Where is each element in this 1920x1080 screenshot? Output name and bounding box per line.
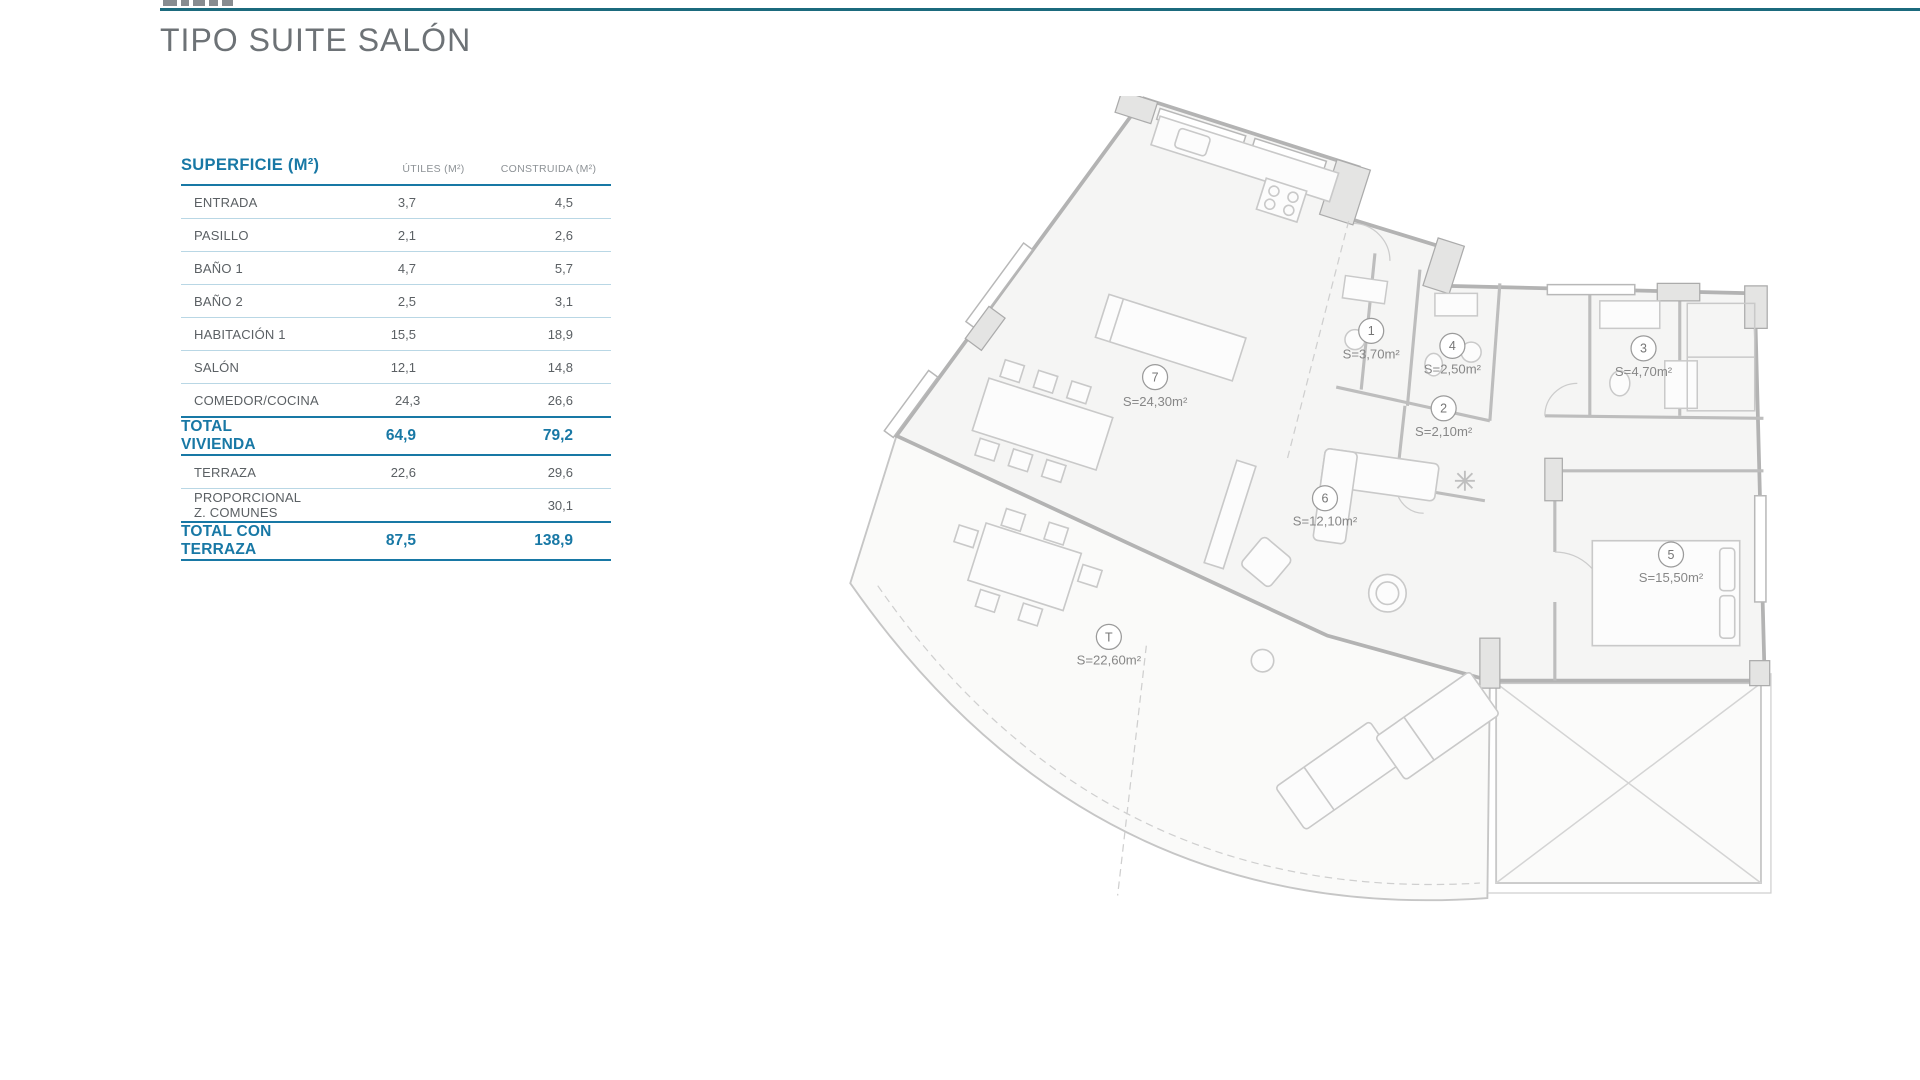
svg-text:S=2,50m²: S=2,50m² — [1424, 361, 1482, 376]
row-label: PASILLO — [194, 227, 249, 243]
svg-text:3: 3 — [1640, 342, 1647, 356]
total-vivienda-row: TOTAL VIVIENDA 64,9 79,2 — [181, 416, 611, 456]
svg-text:7: 7 — [1152, 370, 1159, 384]
svg-text:S=2,10m²: S=2,10m² — [1415, 424, 1473, 439]
svg-text:5: 5 — [1668, 548, 1675, 562]
svg-text:2: 2 — [1440, 402, 1447, 416]
row-utiles: 15,5 — [390, 326, 416, 342]
row-label: COMEDOR/COCINA — [194, 392, 319, 408]
svg-text:S=24,30m²: S=24,30m² — [1123, 394, 1188, 409]
tv-unit — [1203, 459, 1257, 570]
total-label: TOTAL VIVIENDA — [181, 418, 256, 453]
surface-table: SUPERFICIE (M²) ÚTILES (M²) CONSTRUIDA (… — [181, 156, 611, 561]
row-label: BAÑO 1 — [194, 260, 243, 276]
svg-text:S=3,70m²: S=3,70m² — [1343, 346, 1401, 361]
table-row: BAÑO 2 2,5 3,1 — [181, 285, 611, 318]
svg-text:6: 6 — [1322, 492, 1329, 506]
plant — [1250, 648, 1275, 673]
pergola-terrace — [1487, 673, 1772, 894]
row-label: BAÑO 2 — [194, 293, 243, 309]
table-row: TERRAZA 22,6 29,6 — [181, 456, 611, 489]
table-header: SUPERFICIE (M²) ÚTILES (M²) CONSTRUIDA (… — [181, 156, 611, 186]
row-utiles: 2,5 — [397, 293, 416, 309]
row-label: HABITACIÓN 1 — [194, 326, 286, 342]
svg-text:T: T — [1105, 630, 1113, 644]
svg-text:S=12,10m²: S=12,10m² — [1293, 514, 1358, 529]
table-row: BAÑO 1 4,7 5,7 — [181, 252, 611, 285]
kitchen-counter — [1149, 115, 1340, 224]
floor-plan: 7 S=24,30m² 1 S=3,70m² 4 S=2,50m² 3 S=4,… — [790, 90, 1790, 908]
room-label-7: 7 S=24,30m² — [1123, 363, 1188, 409]
row-label: ENTRADA — [194, 194, 258, 210]
windows — [883, 107, 1767, 603]
row-utiles: 22,6 — [390, 464, 416, 480]
table-row: PASILLO 2,1 2,6 — [181, 219, 611, 252]
top-divider-rule — [160, 8, 1920, 11]
terrace-table — [952, 507, 1104, 627]
table-title: SUPERFICIE (M²) — [181, 156, 320, 174]
row-construida: 30,1 — [547, 497, 573, 513]
row-utiles: 24,3 — [394, 392, 421, 408]
total-construida: 79,2 — [542, 427, 573, 444]
col-header-construida: CONSTRUIDA (M²) — [500, 163, 597, 175]
svg-text:S=22,60m²: S=22,60m² — [1077, 652, 1142, 667]
table-row: SALÓN 12,1 14,8 — [181, 351, 611, 384]
floor-plan-svg: 7 S=24,30m² 1 S=3,70m² 4 S=2,50m² 3 S=4,… — [849, 90, 1772, 902]
closet — [1686, 302, 1756, 412]
row-utiles: 3,7 — [397, 194, 416, 210]
snowflake-icon — [1454, 470, 1475, 491]
total-terraza-row: TOTAL CON TERRAZA 87,5 138,9 — [181, 521, 611, 561]
svg-text:S=4,70m²: S=4,70m² — [1615, 364, 1673, 379]
room-label-5: 5 S=15,50m² — [1639, 541, 1704, 585]
total-utiles: 64,9 — [385, 427, 416, 444]
kitchen-island — [1094, 293, 1247, 382]
row-label: SALÓN — [194, 359, 240, 375]
total-construida: 138,9 — [534, 532, 573, 549]
row-utiles: 2,1 — [397, 227, 416, 243]
row-construida: 5,7 — [554, 260, 573, 276]
room-label-2: 2 S=2,10m² — [1415, 395, 1473, 439]
sun-lounger — [1375, 671, 1499, 780]
room-label-6: 6 S=12,10m² — [1293, 485, 1358, 529]
page-title: TIPO SUITE SALÓN — [160, 22, 472, 58]
dashed-guides — [877, 220, 1480, 896]
row-label: TERRAZA — [194, 464, 257, 480]
armchair — [1241, 536, 1292, 588]
row-utiles: 4,7 — [397, 260, 416, 276]
stove-icon — [1255, 177, 1308, 224]
room-label-1: 1 S=3,70m² — [1343, 317, 1401, 361]
row-construida: 18,9 — [547, 326, 573, 342]
row-construida: 14,8 — [547, 359, 573, 375]
table-row: COMEDOR/COCINA 24,3 26,6 — [181, 384, 611, 416]
total-label: TOTAL CON TERRAZA — [181, 523, 272, 558]
row-construida: 3,1 — [554, 293, 573, 309]
row-utiles: 12,1 — [390, 359, 416, 375]
row-construida: 29,6 — [547, 464, 573, 480]
partial-logo — [163, 0, 233, 6]
svg-text:4: 4 — [1449, 339, 1456, 353]
row-label: PROPORCIONAL Z. COMUNES — [194, 490, 301, 520]
room-label-T: T S=22,60m² — [1077, 623, 1142, 667]
bathroom-fixtures — [1341, 274, 1698, 410]
col-header-utiles: ÚTILES (M²) — [402, 163, 465, 175]
row-construida: 4,5 — [554, 194, 573, 210]
dining-table — [971, 358, 1114, 484]
room-label-3: 3 S=4,70m² — [1615, 335, 1673, 379]
table-row: HABITACIÓN 1 15,5 18,9 — [181, 318, 611, 351]
row-construida: 2,6 — [554, 227, 573, 243]
total-utiles: 87,5 — [385, 532, 416, 549]
row-construida: 26,6 — [547, 392, 573, 408]
svg-text:S=15,50m²: S=15,50m² — [1639, 570, 1704, 585]
svg-text:1: 1 — [1368, 324, 1375, 338]
table-row: PROPORCIONAL Z. COMUNES 30,1 — [181, 489, 611, 521]
table-row: ENTRADA 3,7 4,5 — [181, 186, 611, 219]
room-label-4: 4 S=2,50m² — [1424, 332, 1482, 376]
